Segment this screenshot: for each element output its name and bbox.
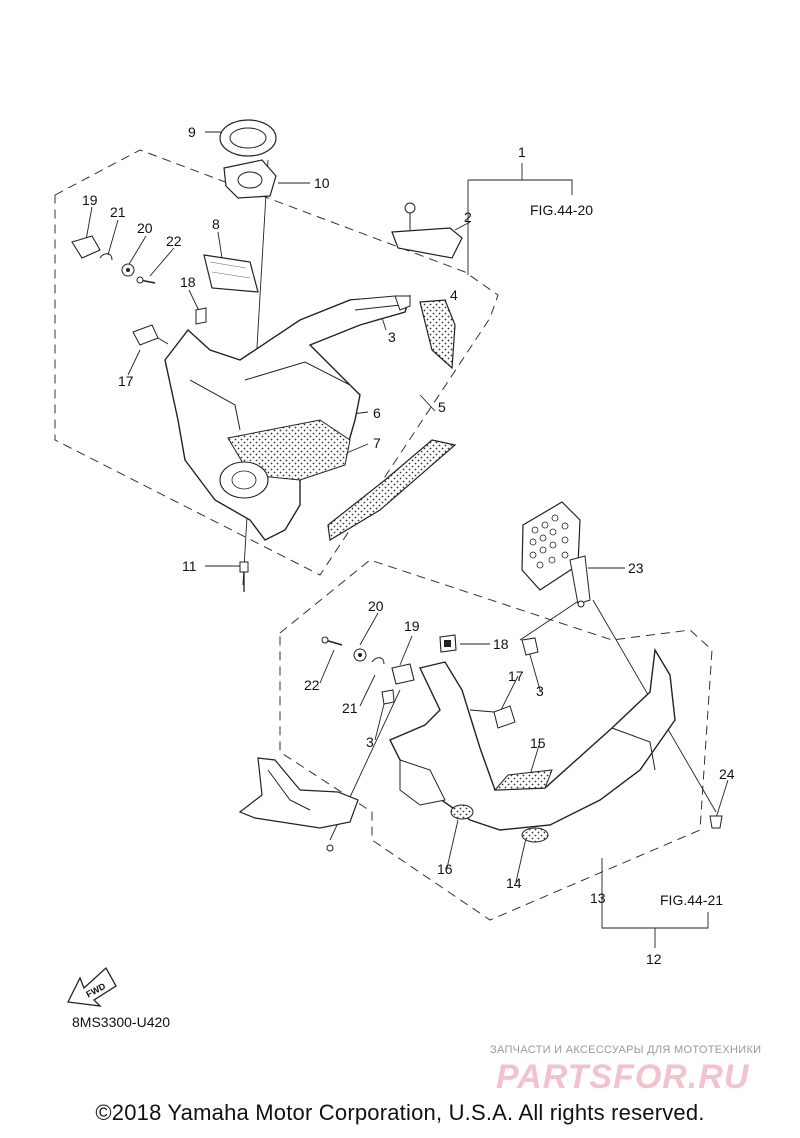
upper-bracket (391, 202, 463, 259)
lower-left-bracket (238, 757, 359, 852)
small-parts-upper (71, 235, 207, 346)
callouts: 1 FIG.44-20 2 3 4 5 6 7 8 9 10 11 19 21 … (82, 124, 735, 967)
fig-ref-top: FIG.44-20 (530, 202, 593, 218)
callout-17-lower: 17 (508, 668, 524, 684)
clip-3-upper (394, 295, 411, 311)
callout-1: 1 (518, 144, 526, 160)
callout-19-upper: 19 (82, 192, 98, 208)
duct-cover (223, 159, 277, 199)
foam-pad-4 (419, 299, 456, 370)
small-parts-lower (321, 634, 539, 729)
foam-strip-5 (327, 439, 457, 541)
callout-16: 16 (437, 861, 453, 877)
callout-20-upper: 20 (137, 220, 153, 236)
callout-6: 6 (373, 405, 381, 421)
watermark-logo: PARTSFOR.RU (496, 1058, 750, 1096)
panel-piece (203, 254, 259, 293)
upper-assembly-outline (54, 149, 499, 576)
upper-cowl-body (164, 295, 411, 541)
screw-24 (709, 815, 723, 829)
heat-plate-23 (521, 501, 591, 608)
callout-13: 13 (590, 890, 606, 906)
callout-8: 8 (212, 216, 220, 232)
bolt-11 (239, 561, 249, 592)
watermark-tagline: ЗАПЧАСТИ И АКСЕССУАРЫ ДЛЯ МОТОТЕХНИКИ (490, 1044, 762, 1056)
callout-3-upper: 3 (388, 329, 396, 345)
callout-22-lower: 22 (304, 677, 320, 693)
callout-20-lower: 20 (368, 598, 384, 614)
callout-17-upper: 17 (118, 373, 134, 389)
callout-15: 15 (530, 735, 546, 751)
callout-22-upper: 22 (166, 233, 182, 249)
callout-18-lower: 18 (493, 636, 509, 652)
callout-14: 14 (506, 875, 522, 891)
callout-2: 2 (464, 209, 472, 225)
callout-3-lower-right: 3 (536, 683, 544, 699)
leader-lines (85, 131, 729, 948)
fwd-arrow-icon: FWD (67, 966, 117, 1007)
callout-7: 7 (373, 435, 381, 451)
callout-23: 23 (628, 560, 644, 576)
callout-3-lower-left: 3 (366, 734, 374, 750)
callout-21-lower: 21 (342, 700, 358, 716)
callout-4: 4 (450, 287, 458, 303)
callout-9: 9 (188, 124, 196, 140)
callout-10: 10 (314, 175, 330, 191)
callout-11: 11 (182, 558, 197, 574)
lower-cowl-body (389, 647, 676, 843)
callout-19-lower: 19 (404, 618, 420, 634)
fig-ref-bottom: FIG.44-21 (660, 892, 723, 908)
copyright-notice: ©2018 Yamaha Motor Corporation, U.S.A. A… (95, 1100, 705, 1125)
diagram-code: 8MS3300-U420 (72, 1014, 171, 1030)
callout-12: 12 (646, 951, 662, 967)
callout-24: 24 (719, 766, 735, 782)
callout-18-upper: 18 (180, 274, 196, 290)
gasket-ring (219, 119, 277, 157)
callout-5: 5 (438, 399, 446, 415)
callout-21-upper: 21 (110, 204, 126, 220)
lower-assembly-outline (279, 559, 713, 921)
